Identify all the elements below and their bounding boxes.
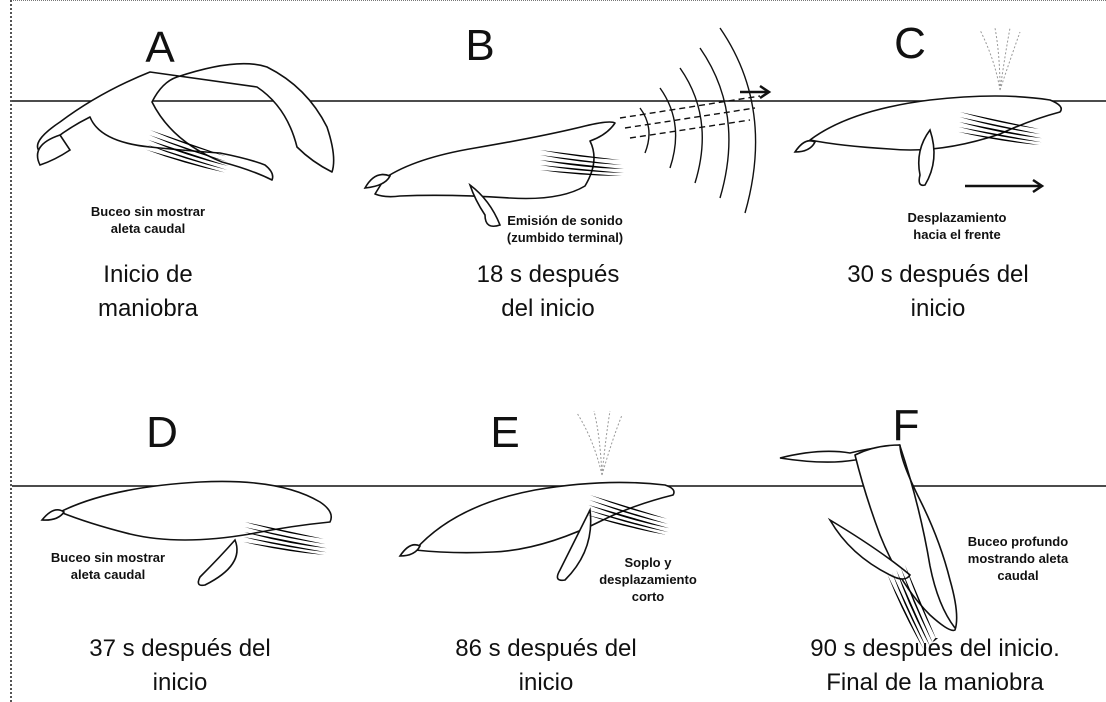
panel-c-note-line-2: hacia el frente <box>913 227 1000 242</box>
panel-e-letter: E <box>490 408 519 457</box>
panel-a: A Buceo sin mostrar aleta caudal Inicio … <box>38 23 334 322</box>
panel-c: C Desplazamiento hacia el frente 30 s de… <box>795 19 1061 322</box>
panel-e-note-line-3: corto <box>632 589 665 604</box>
panel-f-letter: F <box>893 401 920 450</box>
panel-b-caption-line-1: 18 s después <box>477 261 620 288</box>
sound-waves-illustration <box>620 28 769 213</box>
panel-b-note-line-1: Emisión de sonido <box>507 213 623 228</box>
panel-a-note-line-1: Buceo sin mostrar <box>91 204 205 219</box>
panel-b-note-line-2: (zumbido terminal) <box>507 230 623 245</box>
panel-b: B Emisión de sonido (zumbido terminal) 1… <box>365 21 769 322</box>
panel-e-note-line-2: desplazamiento <box>599 572 697 587</box>
panel-e-note-line-1: Soplo y <box>625 555 673 570</box>
panel-d-letter: D <box>146 408 178 457</box>
panel-c-note-line-1: Desplazamiento <box>908 210 1007 225</box>
blow-spray-e-illustration <box>577 411 622 475</box>
whale-c-illustration <box>795 96 1061 185</box>
panel-f-note-line-2: mostrando aleta <box>968 551 1069 566</box>
panel-f-note-line-1: Buceo profundo <box>968 534 1068 549</box>
panel-a-caption-line-2: maniobra <box>98 295 199 322</box>
panel-a-letter: A <box>145 23 175 72</box>
whale-a-illustration <box>38 64 334 180</box>
panel-b-letter: B <box>465 21 494 70</box>
panel-d-note-line-2: aleta caudal <box>71 567 145 582</box>
panel-a-caption-line-1: Inicio de <box>103 261 192 288</box>
whale-b-illustration <box>365 122 624 226</box>
panel-a-note-line-2: aleta caudal <box>111 221 185 236</box>
whale-f-illustration <box>780 445 957 651</box>
blow-spray-c-illustration <box>980 28 1020 90</box>
panel-e-caption-line-1: 86 s después del <box>455 635 636 662</box>
panel-f-caption-line-2: Final de la maniobra <box>826 669 1044 696</box>
panel-d-caption-line-1: 37 s después del <box>89 635 270 662</box>
panel-c-caption-line-2: inicio <box>911 295 966 322</box>
panel-f-note-line-3: caudal <box>997 568 1038 583</box>
panel-d: D Buceo sin mostrar aleta caudal 37 s de… <box>42 408 331 696</box>
panel-d-caption-line-2: inicio <box>153 669 208 696</box>
panel-e: E Soplo y desplazamiento corto 86 s desp… <box>400 408 697 696</box>
panel-e-caption-line-2: inicio <box>519 669 574 696</box>
panel-c-letter: C <box>894 19 926 68</box>
panel-f-caption-line-1: 90 s después del inicio. <box>810 635 1060 662</box>
panel-d-note-line-1: Buceo sin mostrar <box>51 550 165 565</box>
panel-f: F Buceo profundo mostrando aleta caudal … <box>780 401 1069 696</box>
panel-b-caption-line-2: del inicio <box>501 295 594 322</box>
panel-c-caption-line-1: 30 s después del <box>847 261 1028 288</box>
